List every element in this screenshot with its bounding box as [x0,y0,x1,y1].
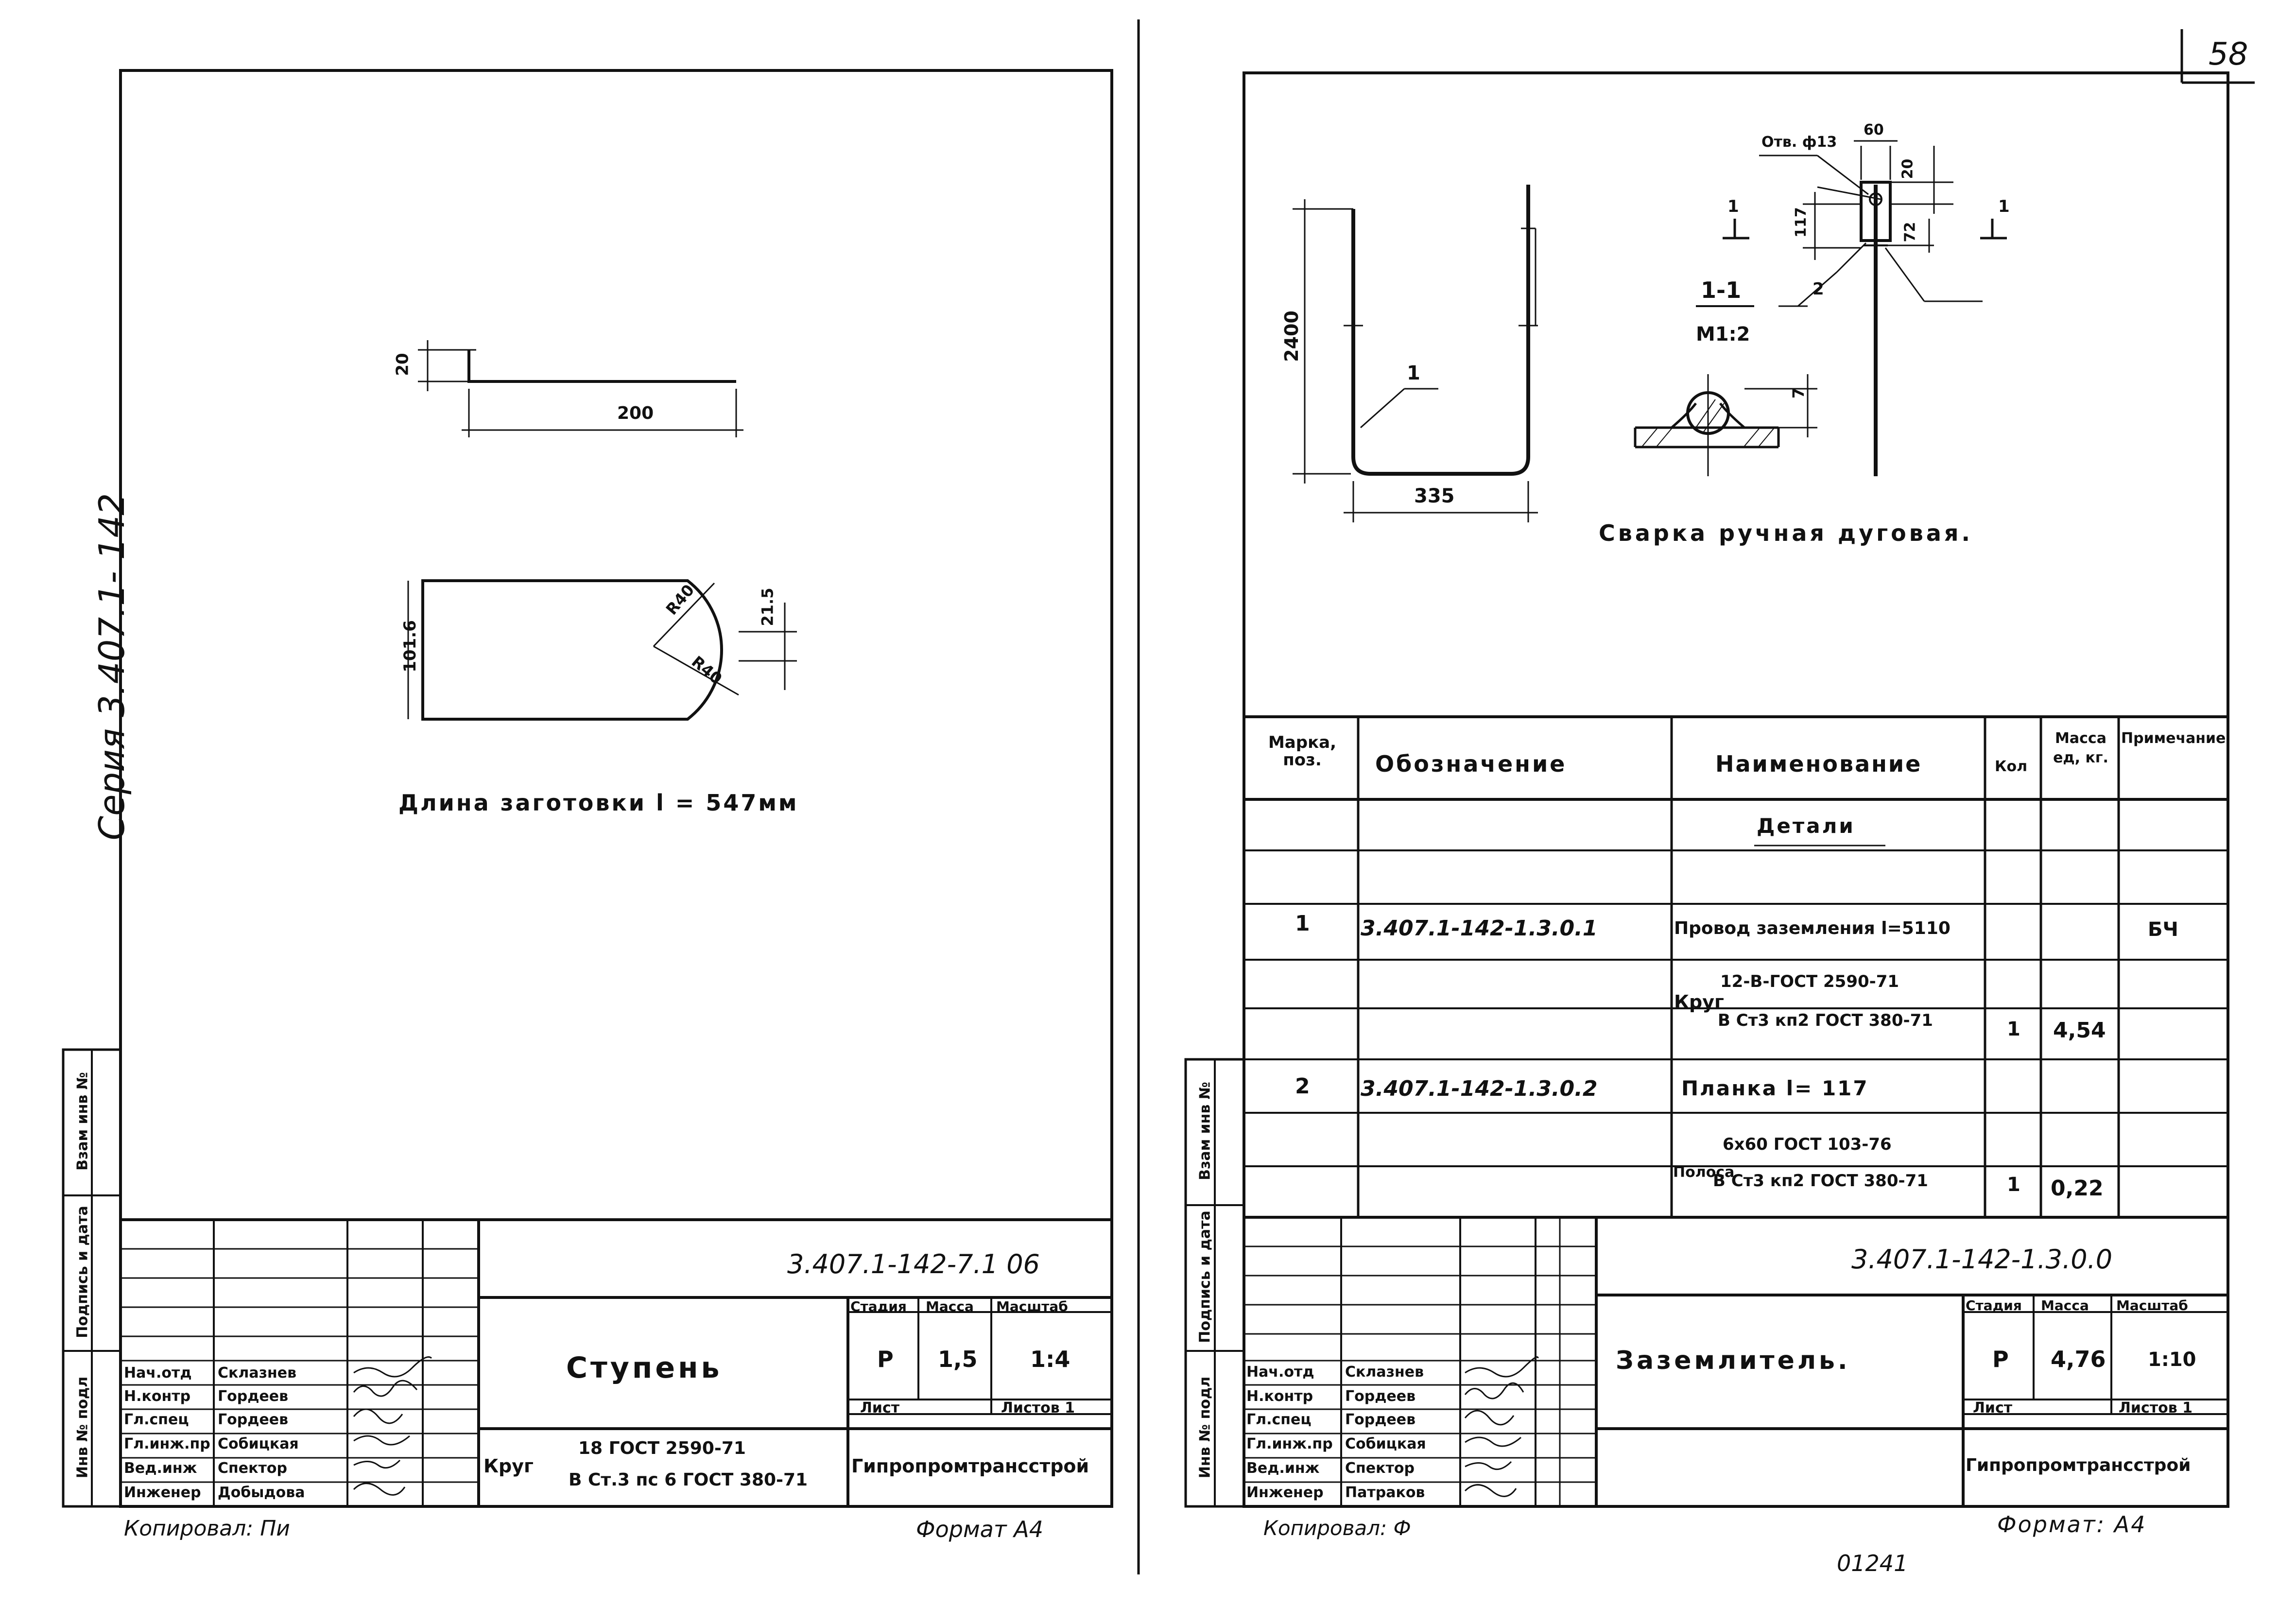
left-doc-name: Ступень [566,1351,723,1385]
right-scale-header: Масштаб [2116,1297,2188,1313]
table-row-qty: 1 [2007,1174,2020,1196]
left-organization: Гипропромтрансстрой [851,1455,1089,1477]
left-stage-header: Стадия [850,1298,907,1314]
right-sheets-label: Листов 1 [2119,1400,2193,1417]
left-material-bottom: В Ст.3 пс 6 ГОСТ 380-71 [569,1470,808,1490]
hole-label: Отв. ф13 [1761,134,1837,151]
staff-name: Гордеев [1345,1388,1416,1405]
table-row-qty: 1 [2007,1018,2020,1040]
right-doc-name: Заземлитель. [1616,1346,1850,1375]
staff-name: Гордеев [1345,1411,1416,1428]
spec-header-mass: Масса ед, кг. [2053,730,2108,766]
blank-length-note: Длина заготовки l = 547мм [398,790,799,816]
spec-header-note: Примечание [2121,730,2226,747]
dim-rod-width: 335 [1414,485,1455,507]
right-organization: Гипропромтрансстрой [1966,1455,2191,1475]
staff-name: Собицкая [1345,1435,1426,1452]
section-title: 1-1 [1701,277,1742,303]
spec-header-mark: Марка, поз. [1268,733,1337,770]
staff-role: Нач.отд [1246,1364,1314,1381]
left-sheet-label: Лист [860,1400,900,1417]
left-copied-by: Копировал: Пи [124,1516,290,1541]
table-row-code: 3.407.1-142-1.3.0.1 [1361,916,1598,941]
staff-name: Гордеев [218,1411,289,1428]
staff-role: Вед.инж [1246,1460,1320,1477]
staff-role: Инженер [124,1484,201,1501]
staff-name: Склазнев [1345,1364,1424,1381]
right-scale: 1:10 [2148,1348,2196,1371]
right-doc-code: 3.407.1-142-1.3.0.0 [1851,1244,2113,1275]
right-sheet-label: Лист [1973,1400,2013,1417]
left-sheets-label: Листов 1 [1001,1400,1075,1417]
staff-name: Собицкая [218,1435,299,1452]
staff-name: Добыдова [218,1484,305,1501]
staff-role: Нач.отд [124,1365,192,1382]
left-material-top: 18 ГОСТ 2590-71 [578,1438,746,1458]
table-row-material-top: 6х60 ГОСТ 103-76 [1723,1135,1892,1154]
staff-role: Инженер [1246,1484,1324,1501]
left-mass: 1,5 [938,1346,978,1372]
right-mass-header: Масса [2041,1297,2089,1313]
table-row-code: 3.407.1-142-1.3.0.2 [1361,1076,1598,1101]
right-stage: Р [1992,1346,2009,1372]
table-row-material-bottom: В Ст3 кп2 ГОСТ 380-71 [1713,1171,1928,1191]
left-scale-header: Масштаб [996,1298,1068,1314]
dim-60: 60 [1864,121,1884,138]
spec-header-qty: Кол [1995,758,2028,775]
position-1: 1 [1407,362,1420,384]
staff-role: Гл.спец [1246,1411,1312,1428]
table-row-mass: 0,22 [2051,1176,2104,1201]
table-row-mass: 4,54 [2053,1018,2106,1043]
spec-header-code: Обозначение [1375,751,1567,777]
table-row-material-top: 12-В-ГОСТ 2590-71 [1720,972,1899,991]
right-stage-header: Стадия [1966,1297,2022,1313]
left-mass-header: Масса [926,1298,974,1314]
staff-role: Вед.инж [124,1460,197,1477]
spec-header-name: Наименование [1715,751,1922,777]
weld-note: Сварка ручная дуговая. [1599,520,1973,546]
left-doc-code: 3.407.1-142-7.1 06 [787,1249,1040,1279]
staff-role: Гл.инж.пр [124,1435,210,1452]
section-marker-right: 1 [1998,197,2010,216]
staff-role: Н.контр [1246,1388,1313,1405]
staff-role: Н.контр [124,1388,191,1405]
table-row-material-prefix: Полоса [1673,1164,1735,1181]
left-format: Формат А4 [916,1516,1043,1542]
right-format: Формат: А4 [1997,1511,2147,1538]
table-row-note: БЧ [2148,918,2178,941]
right-mass: 4,76 [2051,1346,2106,1372]
position-2: 2 [1813,279,1824,299]
spec-section-title: Детали [1757,814,1855,838]
staff-name: Патраков [1345,1484,1425,1501]
page-number: 58 [2209,36,2248,72]
table-row-material-prefix: Круг [1674,991,1724,1013]
section-scale: М1:2 [1696,323,1750,346]
left-material-prefix: Круг [483,1455,534,1477]
staff-role: Гл.инж.пр [1246,1435,1333,1452]
right-copied-by: Копировал: Ф [1263,1516,1411,1540]
table-row-pos: 2 [1295,1074,1310,1099]
table-row-name: Планка l= 117 [1681,1076,1869,1100]
staff-name: Спектор [1345,1460,1415,1477]
staff-role: Гл.спец [124,1411,189,1428]
table-row-material-bottom: В Ст3 кп2 ГОСТ 380-71 [1718,1011,1933,1030]
bottom-stamp: 01241 [1837,1550,1908,1576]
staff-name: Спектор [218,1460,287,1477]
left-stage: Р [877,1346,894,1372]
table-row-pos: 1 [1295,911,1310,936]
dim-length: 200 [617,403,654,423]
left-scale: 1:4 [1030,1346,1070,1372]
staff-name: Склазнев [218,1365,297,1382]
staff-name: Гордеев [218,1388,289,1405]
table-row-name: Провод заземления l=5110 [1674,918,1951,938]
section-marker-left: 1 [1727,197,1739,216]
